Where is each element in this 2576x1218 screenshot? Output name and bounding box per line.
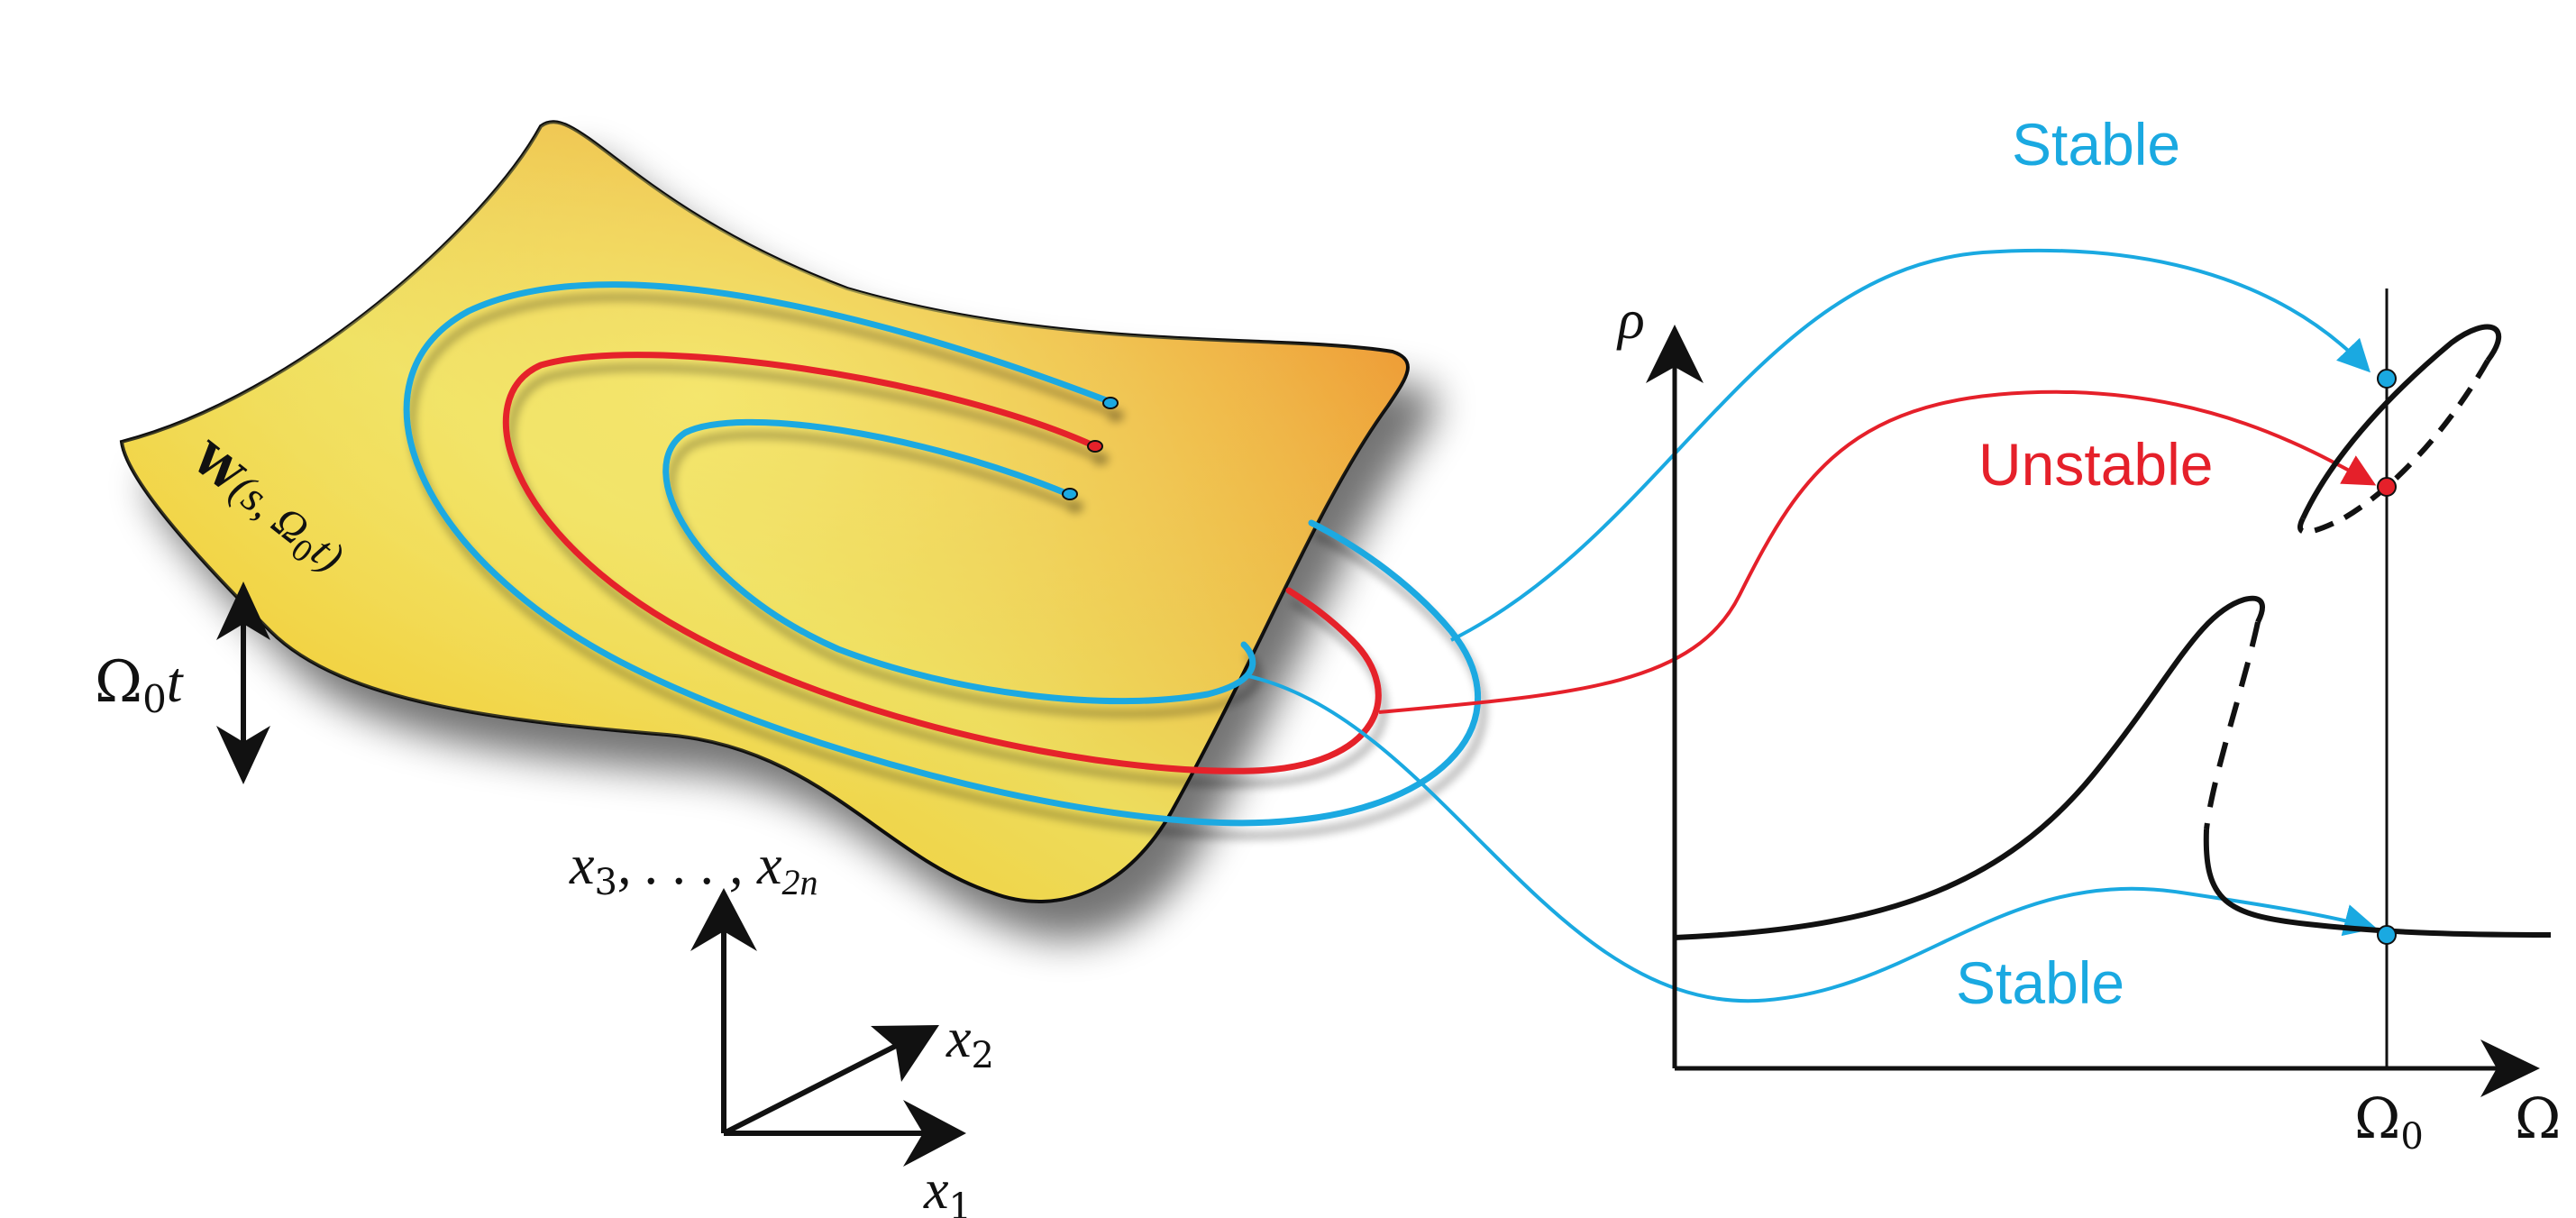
invariant-manifold-surface xyxy=(119,120,1410,903)
stable-bottom-annotation: Stable xyxy=(1956,949,2124,1016)
stable-bottom-point xyxy=(2377,925,2397,945)
x1-arrow-icon xyxy=(903,1100,966,1167)
connector-curves xyxy=(1247,248,2377,1003)
outer-stable-orbit xyxy=(403,281,1482,827)
stable-top-point xyxy=(2377,369,2397,389)
frequency-response-plot: ρ Ω Ω0 xyxy=(1616,288,2561,1158)
stable-bottom-connector xyxy=(1247,674,2377,1003)
x3-arrow-icon xyxy=(690,888,757,951)
time-label: Ω0t xyxy=(95,649,185,721)
unstable-orbit xyxy=(502,352,1382,774)
response-curve-stable-lower xyxy=(1674,595,2265,940)
response-curve-stable-upper xyxy=(2203,829,2552,938)
omega0-sub: 0 xyxy=(2400,1116,2423,1158)
time-label-tail: t xyxy=(167,650,185,714)
unstable-annotation: Unstable xyxy=(1978,431,2214,498)
periodic-orbit-dashed xyxy=(2297,359,2490,535)
omega-axis-arrow-icon xyxy=(2480,1039,2540,1097)
omega0-label: Ω xyxy=(2354,1085,2400,1151)
outer-stable-endpoint xyxy=(1102,397,1119,409)
stable-top-connector xyxy=(1450,248,2370,642)
rho-axis-label: ρ xyxy=(1616,289,1645,351)
x2-axis-label: x2 xyxy=(945,1008,994,1076)
x2n-sub: 2n xyxy=(782,862,818,902)
surface-highlight xyxy=(122,122,1408,902)
unstable-point xyxy=(2377,477,2397,497)
x3-x2n-label: x3, . . . , x2n xyxy=(569,835,818,903)
x1-axis-label: x1 xyxy=(923,1159,972,1218)
coordinate-axes xyxy=(690,888,966,1167)
omega-axis-label: Ω xyxy=(2515,1085,2561,1151)
x2-label: x xyxy=(945,1008,972,1069)
x3-label: x xyxy=(569,835,595,896)
arrow-down-icon xyxy=(216,726,270,784)
x3-mid: , . . . , x xyxy=(617,835,782,896)
rho-axis-arrow-icon xyxy=(1646,325,1704,383)
x1-label: x xyxy=(923,1159,949,1218)
time-label-sub: 0 xyxy=(142,677,167,721)
omega0-tick-label: Ω0 xyxy=(2354,1085,2424,1158)
x3-sub: 3 xyxy=(595,862,617,903)
inner-stable-endpoint xyxy=(1062,488,1078,500)
time-double-arrow xyxy=(216,582,270,784)
stable-top-annotation: Stable xyxy=(2012,111,2180,178)
x2-arrow-icon xyxy=(871,1025,939,1082)
unstable-connector xyxy=(1378,389,2377,714)
periodic-orbit-solid xyxy=(2300,324,2502,520)
time-label-main: Ω xyxy=(95,649,142,716)
surface-trajectories xyxy=(403,281,1482,827)
unstable-endpoint xyxy=(1087,440,1103,453)
x2-sub: 2 xyxy=(972,1035,994,1076)
inner-stable-orbit xyxy=(662,418,1256,705)
response-curve-unstable-branch xyxy=(2204,621,2261,830)
x1-sub: 1 xyxy=(949,1186,972,1218)
arrow-up-icon xyxy=(216,582,270,640)
